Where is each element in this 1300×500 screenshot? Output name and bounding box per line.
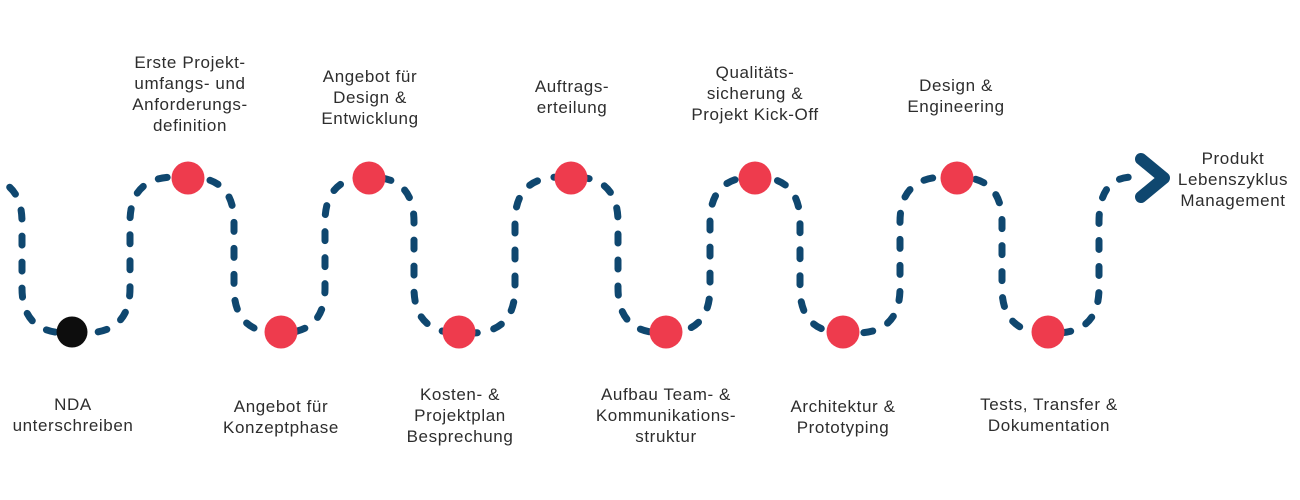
milestone-dot	[738, 161, 772, 195]
milestone-label-team-kommunikation: Aufbau Team- & Kommunikations- struktur	[595, 385, 737, 446]
milestone-label-kosten-projektplan: Kosten- & Projektplan Besprechung	[406, 385, 514, 446]
milestone-dot	[171, 161, 205, 195]
milestone-label-angebot-konzeptphase: Angebot für Konzeptphase	[223, 397, 339, 437]
milestone-label-angebot-design: Angebot für Design & Entwicklung	[321, 67, 419, 128]
milestone-dot	[352, 161, 386, 195]
milestone-label-design-engineering: Design & Engineering	[907, 76, 1005, 116]
milestone-label-architektur-prototyping: Architektur & Prototyping	[790, 397, 896, 437]
milestone-dot	[1031, 315, 1065, 349]
arrow-right-icon	[1135, 153, 1170, 203]
milestone-dot	[554, 161, 588, 195]
milestone-label-tests-transfer: Tests, Transfer & Dokumentation	[980, 395, 1118, 435]
milestone-label-projektumfang: Erste Projekt- umfangs- und Anforderungs…	[132, 53, 248, 135]
end-label-produkt-lebenszyklus: Produkt Lebenszyklus Management	[1177, 149, 1289, 210]
milestone-dot	[826, 315, 860, 349]
milestone-label-nda: NDA unterschreiben	[12, 395, 134, 435]
milestone-dot	[649, 315, 683, 349]
journey-dashed-path	[0, 173, 1140, 337]
milestone-dot	[442, 315, 476, 349]
milestone-dot	[940, 161, 974, 195]
milestone-label-auftragserteilung: Auftrags- erteilung	[534, 77, 610, 117]
start-dot	[56, 316, 88, 348]
milestone-label-qualitaetssicherung: Qualitäts- sicherung & Projekt Kick-Off	[691, 63, 819, 124]
milestone-dot	[264, 315, 298, 349]
